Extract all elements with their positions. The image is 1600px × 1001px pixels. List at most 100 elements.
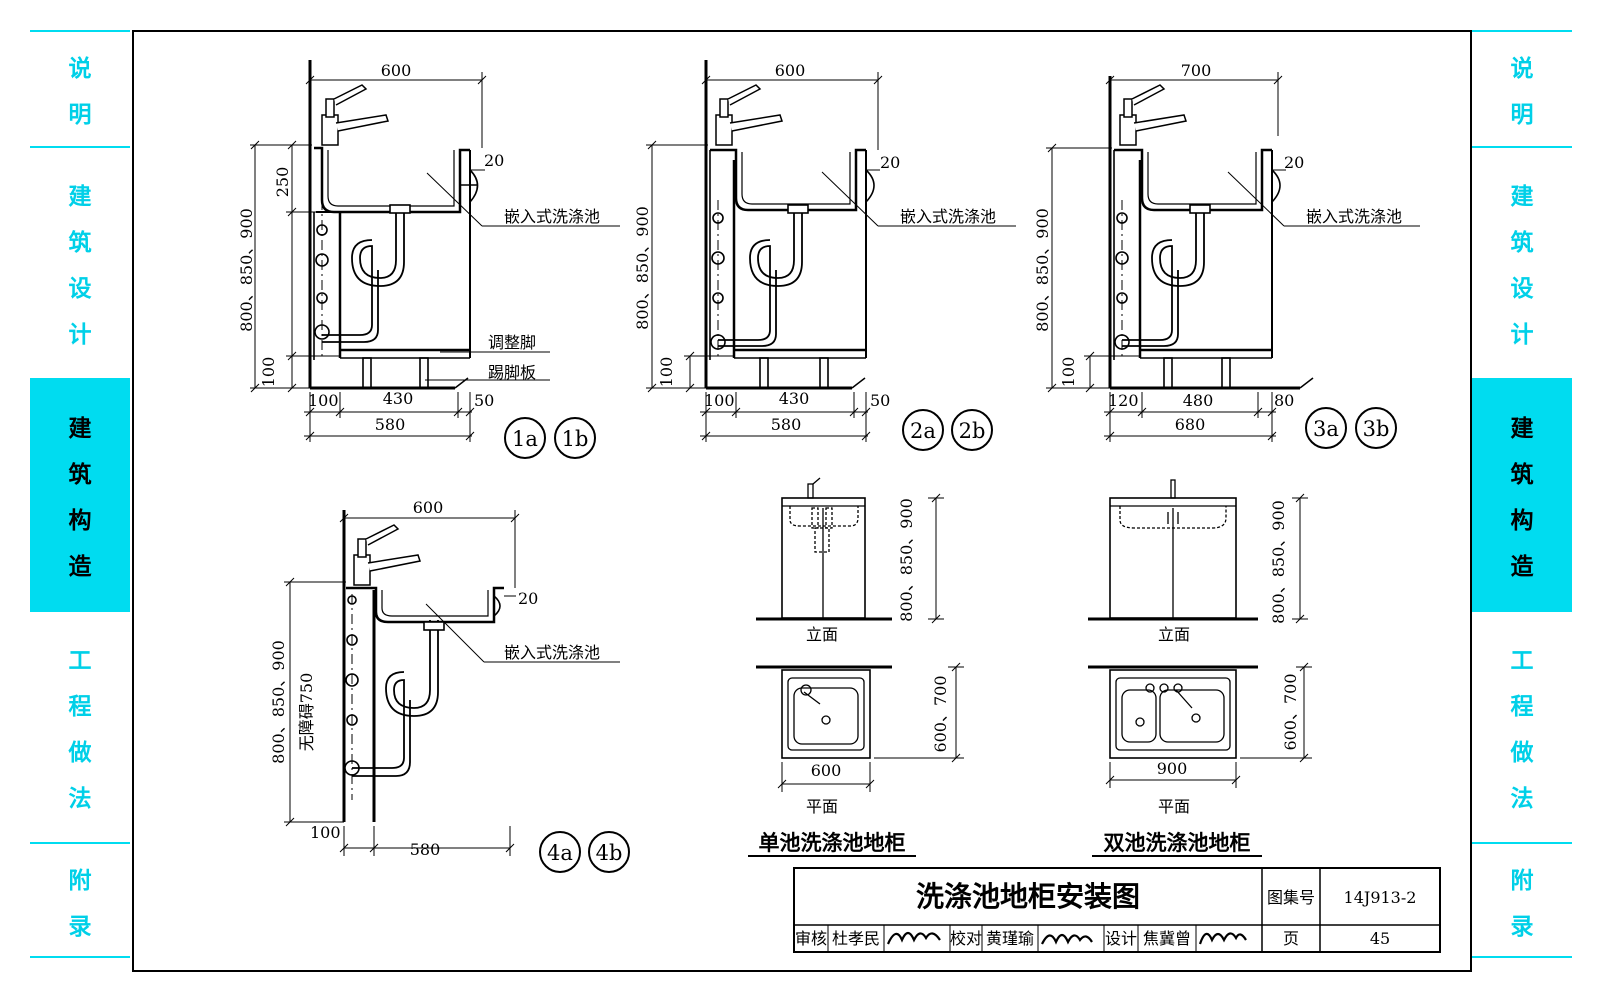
double-elev-label: 立面 <box>1158 625 1190 644</box>
d1-kick-label: 踢脚板 <box>488 363 536 382</box>
sidebar-char: 筑 <box>1510 230 1534 256</box>
d2-rim: 20 <box>880 153 900 172</box>
sidebar-divider <box>1472 610 1572 612</box>
sidebar-section-4[interactable]: 工程做法 <box>30 612 130 842</box>
sidebar-char: 工 <box>1510 648 1534 674</box>
sidebar-divider <box>30 378 130 380</box>
sidebar-char: 筑 <box>1510 462 1534 488</box>
d4-clear: 无障碍750 <box>297 673 316 752</box>
d4-rim: 20 <box>518 589 538 608</box>
d1-rim: 20 <box>484 151 504 170</box>
detail-1-section <box>308 60 479 390</box>
sidebar-char: 法 <box>1510 786 1534 812</box>
drawing-text: 600 800、850、900 250 100 20 嵌入式洗涤池 调整脚 踢脚… <box>237 61 1402 859</box>
sidebar-section-1[interactable]: 说明 <box>1472 32 1572 146</box>
sidebar-char: 录 <box>1510 914 1534 940</box>
d1-width: 600 <box>381 61 412 80</box>
double-plan-label: 平面 <box>1158 797 1190 816</box>
sidebar-section-4[interactable]: 工程做法 <box>1472 612 1572 842</box>
sidebar-char: 法 <box>68 786 92 812</box>
sidebar-divider <box>30 956 130 958</box>
double-height: 800、850、900 <box>1269 500 1288 624</box>
d2-right: 50 <box>870 391 890 410</box>
review-name: 杜孝民 <box>832 929 880 948</box>
double-depth: 600、700 <box>1281 673 1300 750</box>
sidebar-section-3[interactable]: 建筑构造 <box>1472 380 1572 610</box>
sidebar-section-2[interactable]: 建筑设计 <box>1472 148 1572 378</box>
double-cabinet-plan <box>1088 665 1258 759</box>
sidebar-char: 说 <box>1510 56 1534 82</box>
detail-3-section <box>1108 76 1314 390</box>
detail-1-dimensions <box>250 72 620 442</box>
d3-height: 800、850、900 <box>1033 208 1052 332</box>
d3-width: 700 <box>1181 61 1212 80</box>
sidebar-char: 构 <box>68 508 92 534</box>
d3-left: 120 <box>1108 391 1139 410</box>
d2-height: 800、850、900 <box>633 206 652 330</box>
mark-3b: 3b <box>1363 417 1390 441</box>
d1-right: 50 <box>474 391 494 410</box>
sidebar-char: 造 <box>1510 554 1534 580</box>
d3-depth: 680 <box>1175 415 1206 434</box>
drawing-frame <box>132 30 1472 972</box>
sidebar-divider <box>30 30 130 32</box>
d2-width: 600 <box>775 61 806 80</box>
atlas-number: 14J913-2 <box>1344 888 1417 907</box>
sidebar-char: 造 <box>68 554 92 580</box>
double-cabinet-dimensions <box>1092 493 1312 857</box>
sidebar-char: 筑 <box>68 230 92 256</box>
single-plan-label: 平面 <box>806 797 838 816</box>
sidebar-char: 做 <box>1510 740 1534 766</box>
drawing-title: 洗涤池地柜安装图 <box>916 880 1140 913</box>
sidebar-divider <box>1472 956 1572 958</box>
sidebar-divider <box>1472 30 1572 32</box>
sidebar-char: 建 <box>68 184 92 210</box>
sidebar-char: 建 <box>1510 184 1534 210</box>
d1-left: 100 <box>308 391 339 410</box>
d4-left: 100 <box>310 823 341 842</box>
sidebar-char: 程 <box>1510 694 1534 720</box>
sidebar-section-3[interactable]: 建筑构造 <box>30 380 130 610</box>
d3-sink-label: 嵌入式洗涤池 <box>1306 207 1402 226</box>
sidebar-char: 附 <box>1510 868 1534 894</box>
d3-inner: 480 <box>1183 391 1214 410</box>
single-depth: 600、700 <box>931 675 950 752</box>
sidebar-char: 设 <box>68 276 92 302</box>
sidebar-char: 构 <box>1510 508 1534 534</box>
d1-inner: 430 <box>383 389 414 408</box>
sidebar-divider <box>30 842 130 844</box>
single-title: 单池洗涤池地柜 <box>759 830 906 855</box>
sidebar-section-2[interactable]: 建筑设计 <box>30 148 130 378</box>
d4-depth: 580 <box>410 840 441 859</box>
d3-rim: 20 <box>1284 153 1304 172</box>
sidebar-section-5[interactable]: 附录 <box>30 844 130 958</box>
double-cabinet-elevation <box>1088 479 1258 621</box>
design-name: 焦冀曾 <box>1143 929 1191 948</box>
detail-2-section <box>704 60 875 390</box>
sidebar-char: 明 <box>1510 102 1534 128</box>
d1-sink-label: 嵌入式洗涤池 <box>504 207 600 226</box>
d2-toe: 100 <box>657 357 676 388</box>
mark-4a: 4a <box>547 841 573 865</box>
single-cabinet-plan <box>756 665 892 759</box>
sidebar-section-5[interactable]: 附录 <box>1472 844 1572 958</box>
title-block-grid <box>793 867 1441 953</box>
d1-height: 800、850、900 <box>237 208 256 332</box>
d2-left: 100 <box>704 391 735 410</box>
d1-foot-label: 调整脚 <box>488 333 536 352</box>
sidebar-section-1[interactable]: 说明 <box>30 32 130 146</box>
sidebar-char: 筑 <box>68 462 92 488</box>
mark-1a: 1a <box>512 427 538 451</box>
sidebar-char: 设 <box>1510 276 1534 302</box>
sidebar-char: 工 <box>68 648 92 674</box>
double-width: 900 <box>1157 759 1188 778</box>
sidebar-char: 做 <box>68 740 92 766</box>
sidebar-char: 计 <box>1510 322 1534 348</box>
sidebar-divider <box>1472 378 1572 380</box>
mark-2b: 2b <box>959 419 986 443</box>
sidebar-char: 建 <box>68 416 92 442</box>
d2-inner: 430 <box>779 389 810 408</box>
single-cabinet-elevation <box>756 477 892 621</box>
d4-sink-label: 嵌入式洗涤池 <box>504 643 600 662</box>
